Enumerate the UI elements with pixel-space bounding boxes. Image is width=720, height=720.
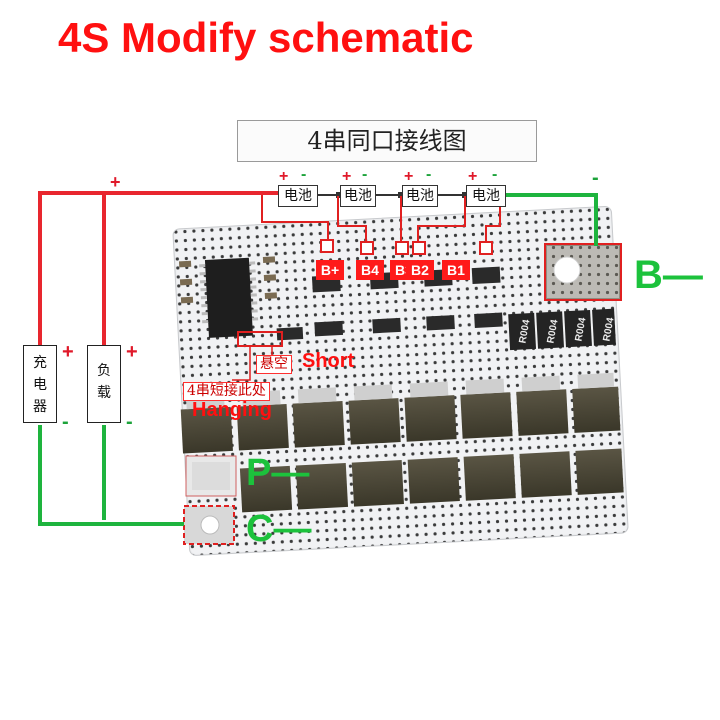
load-box: 负载 [87, 345, 121, 423]
wiring-diagram-title: 4串同口接线图 [237, 120, 537, 162]
page-title: 4S Modify schematic [58, 14, 474, 61]
cell1-plus: + [279, 168, 289, 185]
main-minus-label: - [592, 167, 599, 189]
cell4-minus: - [492, 166, 498, 183]
terminal-b-minus-label: B— [634, 253, 703, 297]
note-short-cn: 4串短接此处 [183, 382, 270, 401]
charger-plus: + [62, 341, 74, 363]
bms-board [172, 206, 629, 556]
battery-cell-4: 电池 [466, 185, 506, 207]
label-b-plus: B+ [316, 260, 344, 280]
cell1-minus: - [301, 166, 307, 183]
terminal-c-minus-label: C— [246, 508, 312, 550]
load-minus: - [126, 411, 133, 433]
label-b4: B4 [356, 260, 384, 280]
load-plus: + [126, 341, 138, 363]
terminal-p-minus-label: P— [246, 452, 310, 494]
label-b2: B2 [406, 260, 434, 280]
cell2-plus: + [342, 168, 352, 185]
note-hanging-cn: 悬空 [256, 355, 292, 374]
battery-cell-1: 电池 [278, 185, 318, 207]
main-plus-label: + [110, 172, 121, 192]
label-b1: B1 [442, 260, 470, 280]
battery-cell-3: 电池 [402, 185, 438, 207]
note-hanging-en: Hanging [192, 399, 272, 421]
charger-minus: - [62, 411, 69, 433]
cell3-minus: - [426, 166, 432, 183]
cell3-plus: + [404, 168, 414, 185]
charger-box: 充电器 [23, 345, 57, 423]
cell2-minus: - [362, 166, 368, 183]
note-short-en: Short [302, 350, 355, 372]
cell4-plus: + [468, 168, 478, 185]
battery-cell-2: 电池 [340, 185, 376, 207]
